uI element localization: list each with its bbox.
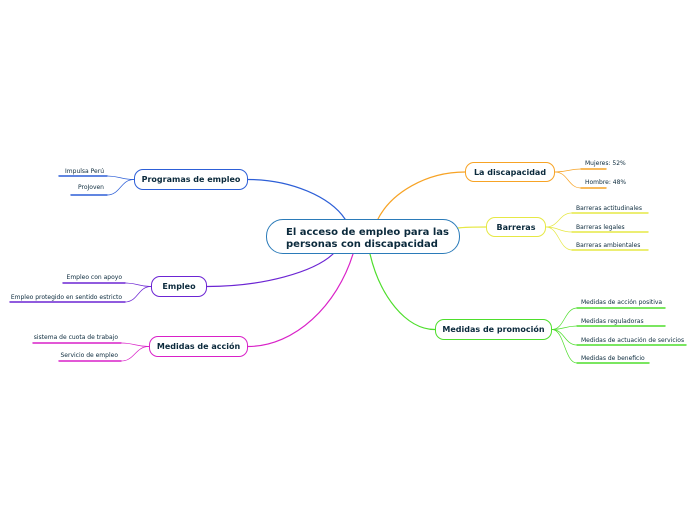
central-topic[interactable]: El acceso de empleo para las personas co… [266, 219, 460, 254]
leaf-barreras-2[interactable]: Barreras legales [576, 224, 625, 231]
leaf-connector-barreras [545, 226, 573, 251]
leaf-connector-barreras [545, 212, 573, 228]
branch-connector-programas [247, 178, 346, 220]
central-topic-line-1: El acceso de empleo para las [286, 227, 449, 238]
leaf-connector-promocion [551, 307, 578, 330]
leaf-connector-programas [106, 179, 135, 196]
leaf-connector-empleo [124, 286, 152, 303]
leaf-promocion-3[interactable]: Medidas de actuación de servicios [581, 337, 685, 344]
leaf-connector-accion [120, 342, 150, 347]
leaf-empleo-2[interactable]: Empleo protegido en sentido estricto [10, 294, 122, 301]
branch-label-programas: Programas de empleo [141, 175, 241, 184]
leaf-connector-promocion [551, 329, 578, 346]
leaf-accion-2[interactable]: Servicio de empleo [60, 352, 118, 359]
branch-connector-accion [247, 253, 354, 348]
leaf-connector-programas [106, 175, 135, 180]
branch-connector-discapacidad [377, 171, 466, 220]
leaf-promocion-1[interactable]: Medidas de acción positiva [581, 299, 663, 306]
leaf-barreras-3[interactable]: Barreras ambientales [576, 242, 641, 249]
leaf-programas-1[interactable]: Impulsa Perú [65, 168, 104, 175]
leaf-connector-promocion [551, 329, 578, 364]
branch-node-empleo[interactable]: Empleo [151, 276, 207, 297]
branch-label-accion: Medidas de acción [156, 342, 241, 351]
branch-node-accion[interactable]: Medidas de acción [149, 336, 248, 357]
branch-node-promocion[interactable]: Medidas de promoción [435, 319, 552, 340]
branch-node-barreras[interactable]: Barreras [486, 217, 546, 237]
branch-connector-empleo [206, 253, 334, 288]
branch-label-barreras: Barreras [496, 222, 536, 232]
leaf-discapacidad-1[interactable]: Mujeres: 52% [585, 160, 626, 167]
branch-label-discapacidad: La discapacidad [473, 167, 547, 177]
branch-connector-promocion [369, 253, 436, 331]
branch-node-discapacidad[interactable]: La discapacidad [465, 162, 555, 182]
leaf-programas-2[interactable]: ProJoven [77, 184, 104, 191]
branch-label-empleo: Empleo [162, 282, 196, 291]
leaf-barreras-1[interactable]: Barreras actitudinales [576, 205, 642, 212]
leaf-promocion-4[interactable]: Medidas de beneficio [581, 355, 645, 362]
leaf-connector-accion [120, 346, 150, 362]
branch-label-promocion: Medidas de promoción [442, 325, 545, 334]
leaf-promocion-2[interactable]: Medidas reguladoras [581, 318, 644, 325]
leaf-connector-empleo [124, 282, 152, 287]
leaf-accion-1[interactable]: sistema de cuota de trabajo [33, 334, 118, 341]
leaf-discapacidad-2[interactable]: Hombre: 48% [585, 179, 627, 186]
leaf-empleo-1[interactable]: Empleo con apoyo [66, 274, 122, 281]
leaf-connector-promocion [551, 325, 578, 330]
leaf-connector-discapacidad [554, 171, 582, 189]
branch-node-programas[interactable]: Programas de empleo [134, 169, 248, 190]
central-topic-line-2: personas con discapacidad [286, 239, 438, 250]
leaf-connector-discapacidad [554, 168, 582, 173]
branch-connector-barreras [457, 226, 487, 229]
